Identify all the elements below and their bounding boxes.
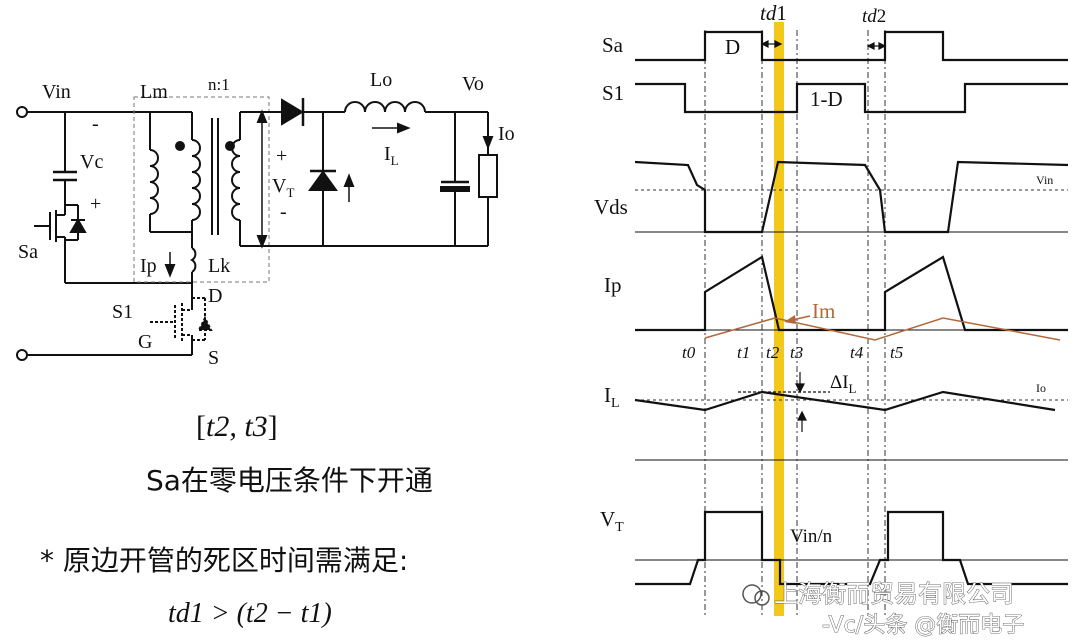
label-lm: Lm xyxy=(140,81,168,103)
label-il-wave: IL xyxy=(604,383,620,411)
label-vin-over-n: Vin/n xyxy=(790,526,833,547)
trace-s1 xyxy=(635,82,1068,114)
label-g: G xyxy=(138,331,152,353)
watermark-company: 上海衡而贸易有限公司 xyxy=(774,580,1014,608)
label-s1-wave: S1 xyxy=(602,81,624,105)
label-d: D xyxy=(208,285,222,307)
label-t1: t1 xyxy=(737,343,750,362)
polarity-dot-secondary xyxy=(225,141,235,151)
circuit-diagram xyxy=(16,96,498,361)
trace-il xyxy=(634,390,1056,412)
explanation-text: [t2, t3] Sa在零电压条件下开通 * 原边开管的死区时间需满足: td1… xyxy=(40,410,433,629)
label-vt-wave: VT xyxy=(600,507,624,535)
label-plus-sec: + xyxy=(276,145,287,167)
circuit-labels: Vin - Lm n:1 Lo Vo Vc + Sa + VT - IL Io … xyxy=(18,69,515,369)
label-ip-wave: Ip xyxy=(604,273,622,297)
label-io: Io xyxy=(498,123,515,145)
label-im: Im xyxy=(812,299,835,323)
deadtime-markers xyxy=(760,40,887,50)
trace-vt xyxy=(635,510,1068,586)
trace-ip xyxy=(635,255,1068,332)
polarity-dot-primary xyxy=(175,141,185,151)
vin-terminal-top xyxy=(16,106,28,118)
waveform-labels: td1 td2 Sa D S1 1-D Vds Vin Ip Im t0 t1 … xyxy=(594,1,1053,547)
waveform-traces xyxy=(634,30,1069,586)
interval-label: [t2, t3] xyxy=(196,410,278,443)
label-s: S xyxy=(208,347,219,369)
deadtime-requirement: * 原边开管的死区时间需满足: xyxy=(40,544,408,577)
label-ratio: n:1 xyxy=(208,75,230,94)
trace-vds xyxy=(634,160,1069,234)
label-minus-top: - xyxy=(92,113,99,135)
deadtime-formula: td1 > (t2 − t1) xyxy=(168,598,332,629)
vin-terminal-bottom xyxy=(16,349,28,361)
watermark-source: -Vc/头条 @衡而电子 xyxy=(822,613,1024,638)
delta-il-markers xyxy=(738,372,830,432)
label-delta-il: ΔIL xyxy=(830,372,857,396)
label-s1: S1 xyxy=(112,301,133,323)
trace-im xyxy=(704,317,1061,341)
label-ip: Ip xyxy=(140,255,157,277)
label-minus-sec: - xyxy=(280,201,287,223)
label-vo: Vo xyxy=(462,73,484,95)
label-td2: td2 xyxy=(862,6,886,27)
label-il: IL xyxy=(384,143,399,168)
label-sa-wave: Sa xyxy=(602,33,624,57)
axis-baselines xyxy=(635,231,1068,561)
label-t4: t4 xyxy=(850,343,864,362)
label-sa: Sa xyxy=(18,241,38,263)
label-t5: t5 xyxy=(890,343,903,362)
zvs-statement: Sa在零电压条件下开通 xyxy=(146,464,433,497)
label-d-pulse: D xyxy=(725,35,740,59)
label-t2: t2 xyxy=(766,343,780,362)
label-lk: Lk xyxy=(208,255,230,277)
label-vt: VT xyxy=(272,175,294,200)
label-plus-cap: + xyxy=(90,193,101,215)
label-lo: Lo xyxy=(370,69,392,91)
label-vds: Vds xyxy=(594,195,628,219)
trace-sa xyxy=(635,30,1068,62)
label-vin: Vin xyxy=(42,81,71,103)
watermark: 上海衡而贸易有限公司 -Vc/头条 @衡而电子 xyxy=(742,580,1025,638)
wechat-icon xyxy=(742,584,762,604)
label-td1: td1 xyxy=(760,1,787,25)
label-1-minus-d: 1-D xyxy=(810,87,843,111)
label-vc: Vc xyxy=(80,151,103,173)
transformer-box xyxy=(133,96,270,283)
label-t3: t3 xyxy=(790,343,803,362)
label-t0: t0 xyxy=(682,343,696,362)
label-vin-small: Vin xyxy=(1036,173,1053,187)
label-io-wave: Io xyxy=(1036,381,1046,395)
